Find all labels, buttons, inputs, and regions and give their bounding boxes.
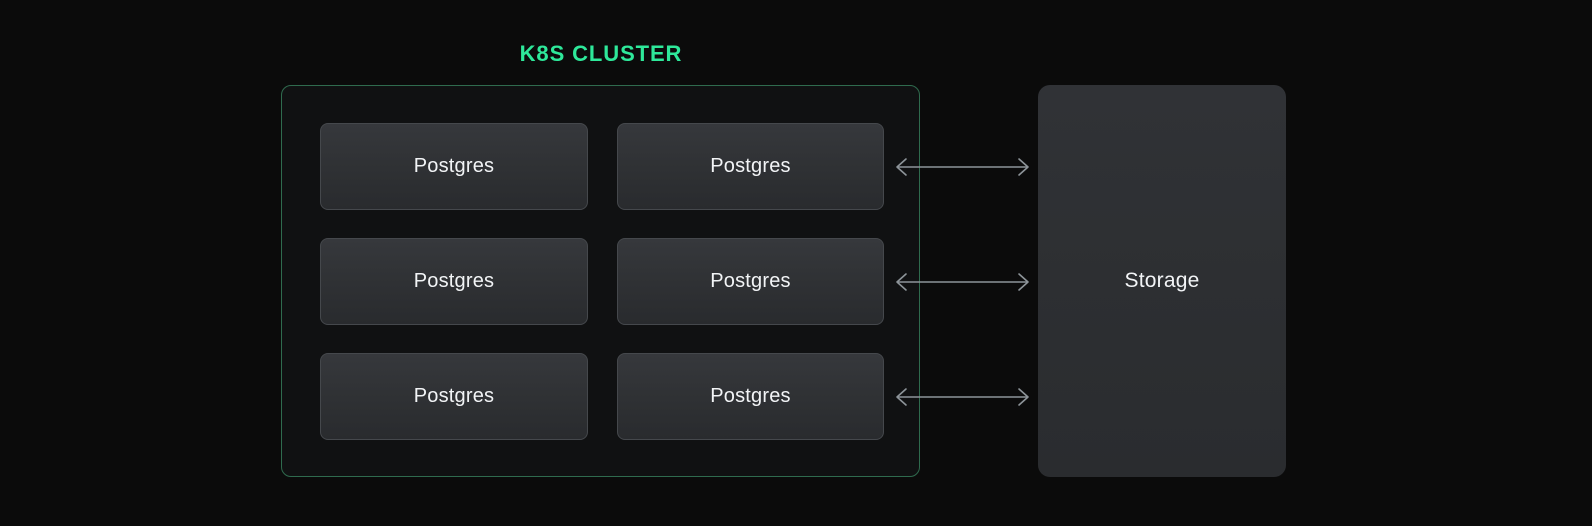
postgres-node[interactable]: Postgres xyxy=(617,353,884,440)
postgres-node-label: Postgres xyxy=(710,385,791,407)
storage-node[interactable]: Storage xyxy=(1038,85,1286,477)
bidirectional-arrow-icon xyxy=(893,155,1032,179)
postgres-node[interactable]: Postgres xyxy=(617,123,884,210)
bidirectional-arrow-icon xyxy=(893,270,1032,294)
postgres-node-label: Postgres xyxy=(413,155,495,177)
postgres-node[interactable]: Postgres xyxy=(320,238,588,325)
postgres-node-label: Postgres xyxy=(710,270,791,292)
postgres-node-label: Postgres xyxy=(413,385,495,407)
storage-node-label: Storage xyxy=(1124,269,1200,292)
postgres-node-label: Postgres xyxy=(413,270,495,292)
cluster-title: K8S CLUSTER xyxy=(519,41,683,66)
postgres-node[interactable]: Postgres xyxy=(617,238,884,325)
postgres-node[interactable]: Postgres xyxy=(320,353,588,440)
bidirectional-arrow-icon xyxy=(893,385,1032,409)
postgres-node[interactable]: Postgres xyxy=(320,123,588,210)
postgres-node-label: Postgres xyxy=(710,155,791,177)
